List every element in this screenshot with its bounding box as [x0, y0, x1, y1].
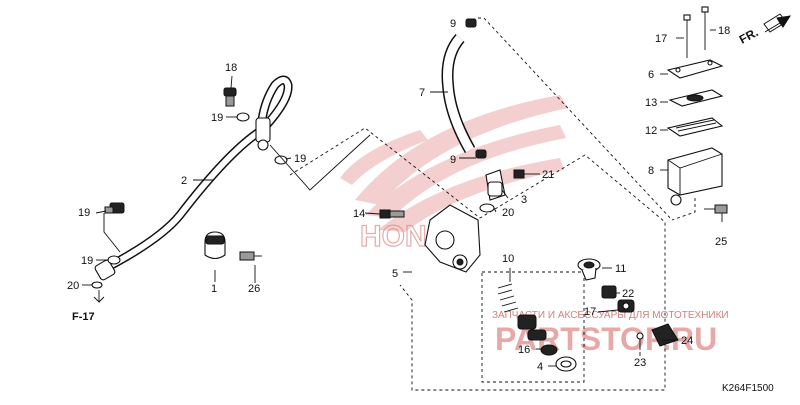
callout-5: 5	[392, 268, 398, 280]
callout-3: 3	[521, 194, 527, 206]
callout-18-lower: 19	[78, 207, 90, 219]
callout-12: 12	[645, 125, 657, 137]
reservoir-tank	[667, 147, 723, 206]
sealing-washer-d	[91, 281, 103, 289]
hose-clip-9-top	[465, 18, 477, 28]
front-arrow-body	[763, 13, 787, 33]
callout-16: 14	[353, 208, 365, 220]
bolt-21	[513, 169, 533, 179]
callout-2: 2	[181, 175, 187, 187]
reservoir-plate	[668, 89, 724, 107]
callout-14: 16	[518, 344, 530, 356]
callout-21: 21	[542, 169, 554, 181]
front-arrow-icon	[764, 15, 792, 33]
callout-25: 25	[715, 236, 727, 248]
hose-fitting-eye	[257, 139, 269, 151]
callout-10: 10	[502, 253, 514, 265]
callout-20: 20	[502, 207, 514, 219]
oil-bolt-upper	[223, 87, 237, 107]
callout-22: 22	[622, 288, 634, 300]
callout-9-top: 9	[450, 18, 456, 30]
reference-arrow-icon	[93, 290, 105, 304]
push-rod-clip	[617, 299, 635, 313]
bolt-26	[239, 251, 262, 261]
callout-4: 4	[537, 361, 543, 373]
screw-17-right	[701, 6, 709, 50]
piston	[517, 314, 547, 341]
hose-clamp	[204, 231, 226, 260]
callout-19-bottom: 20	[67, 280, 79, 292]
callout-1: 1	[211, 283, 217, 295]
callout-8: 6	[648, 69, 654, 81]
callout-9-lower: 9	[450, 154, 456, 166]
callout-18-upper: 18	[225, 62, 237, 74]
hose-clip-9-lower	[475, 149, 487, 159]
reference-label: F-17	[72, 311, 95, 323]
piston-cup	[540, 344, 558, 356]
sealing-washer-a	[236, 112, 250, 122]
cotter-pin-23	[636, 332, 644, 350]
leader-lines	[82, 29, 723, 367]
callout-11: 11	[615, 263, 626, 275]
reservoir-cap	[666, 59, 724, 79]
callout-19-right: 19	[294, 153, 306, 165]
callout-19-left: 19	[81, 255, 93, 267]
boot	[555, 356, 577, 372]
shop-watermark-top: ЗАПЧАСТИ И АКСЕССУАРЫ ДЛЯ МОТОТЕХНИКИ	[492, 310, 729, 321]
piston-spring	[497, 283, 519, 313]
callout-24: 24	[681, 335, 693, 347]
hose-fitting-upper	[255, 117, 271, 143]
bolt-25	[704, 204, 728, 214]
bolt-16	[379, 209, 405, 219]
oil-bolt-lower	[104, 202, 125, 214]
reservoir-joint	[479, 181, 503, 213]
callout-7: 7	[419, 87, 425, 99]
callout-13: 13	[645, 97, 657, 109]
callout-19-upper: 19	[211, 112, 223, 124]
diagram-code: K264F1500	[722, 383, 774, 394]
callout-6: 8	[648, 165, 654, 177]
hose-fitting-lower	[94, 259, 116, 281]
reservoir-boundary	[671, 198, 696, 221]
callout-17-left: 17	[655, 33, 667, 45]
brake-hose-inner	[100, 77, 292, 273]
joint-nut	[601, 285, 617, 299]
callout-23: 23	[634, 357, 646, 369]
callout-26: 26	[248, 283, 260, 295]
callout-17-right: 18	[718, 25, 730, 37]
assembly-boundary	[289, 127, 666, 391]
assembly-boundary-top	[478, 17, 673, 221]
brake-hose	[99, 75, 293, 274]
sealing-washer-b	[274, 155, 288, 165]
callout-15: 17	[584, 306, 596, 318]
piston-kit-boundary	[481, 271, 585, 383]
pushrod-boot	[577, 258, 601, 281]
sealing-washer-c	[107, 255, 121, 265]
reservoir-hose-inner	[443, 35, 474, 153]
front-marker: FR.	[737, 25, 761, 46]
reservoir-diaphragm	[666, 117, 724, 137]
screw-17-left	[683, 14, 691, 58]
